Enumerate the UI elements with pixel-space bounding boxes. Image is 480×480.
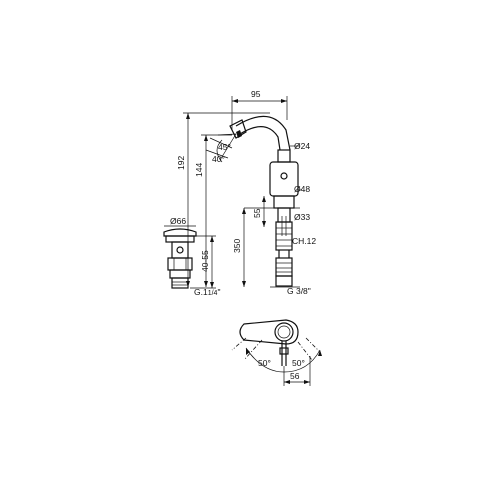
top-view: 50° 50° 56 xyxy=(231,319,322,386)
dim-thread-length: 350 xyxy=(232,239,242,253)
angle-spray-1: 45° xyxy=(218,142,231,152)
dim-base-height: 55 xyxy=(252,208,262,218)
drain-diameter: Ø66 xyxy=(170,216,186,226)
dim-stem-diameter: Ø33 xyxy=(294,212,310,222)
wrench-size: CH.12 xyxy=(292,236,316,246)
dim-spout-height: 144 xyxy=(194,163,204,177)
dim-offset: 56 xyxy=(290,371,300,381)
angle-spray-2: 40° xyxy=(212,154,225,164)
faucet-side-view: 95 192 144 45° 40° Ø24 Ø48 xyxy=(176,89,316,296)
angle-right: 50° xyxy=(292,358,305,368)
dim-body-diameter: Ø48 xyxy=(294,184,310,194)
drain-view: Ø66 40-55 G.11/4" xyxy=(163,216,220,297)
dim-neck-diameter: Ø24 xyxy=(294,141,310,151)
drain-thread: G.11/4" xyxy=(194,287,220,297)
thread-size: G 3/8" xyxy=(287,286,311,296)
drain-height-range: 40-55 xyxy=(200,250,210,272)
dim-total-height: 192 xyxy=(176,156,186,170)
angle-left: 50° xyxy=(258,358,271,368)
dim-spout-width: 95 xyxy=(251,89,261,99)
